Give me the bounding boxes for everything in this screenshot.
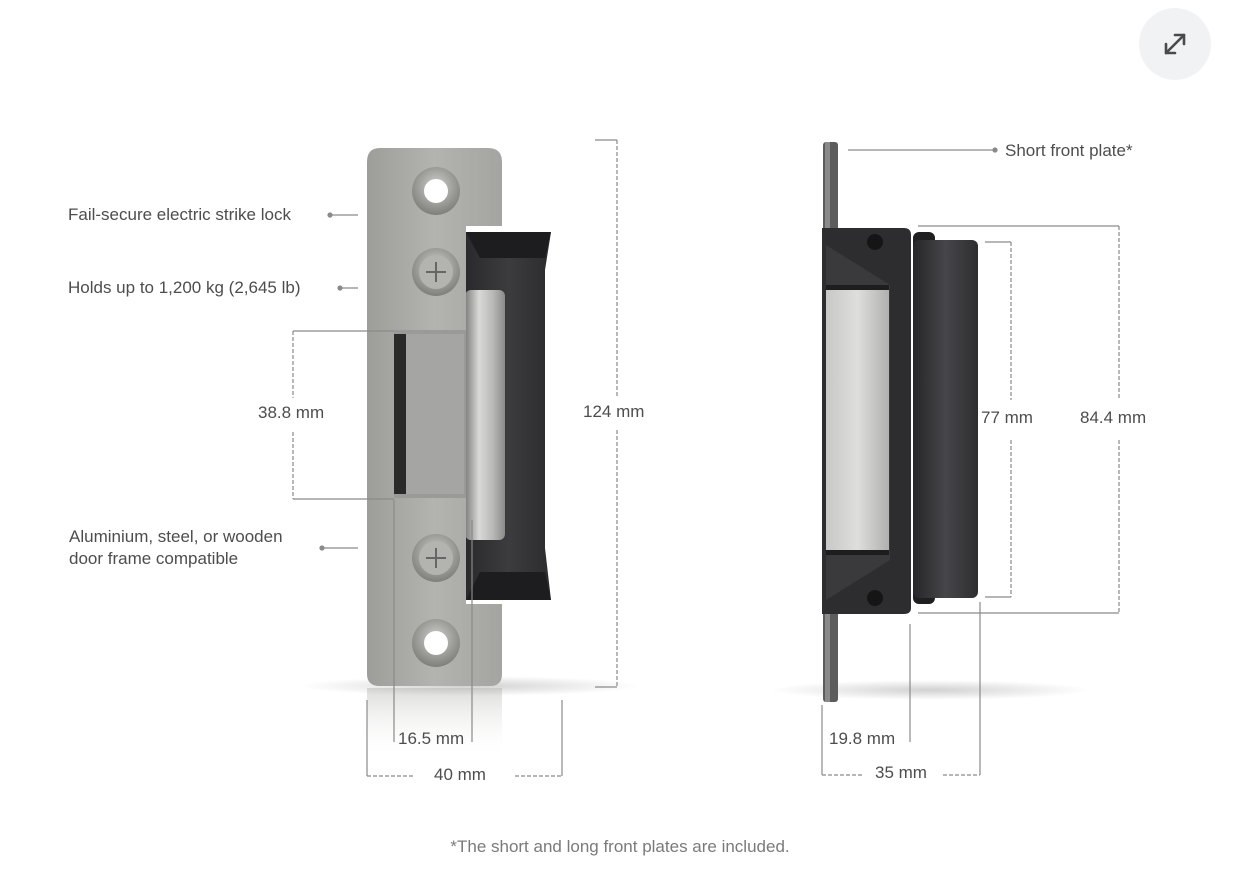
dimension-plate-width: 40 mm (434, 764, 486, 786)
expand-arrows-icon (1164, 33, 1186, 55)
expand-button[interactable] (1139, 8, 1211, 80)
front-view (292, 139, 640, 777)
mounting-hole-top (412, 167, 460, 215)
footnote: *The short and long front plates are inc… (450, 837, 790, 856)
callout-short-front-plate: Short front plate* (1005, 141, 1133, 160)
dimension-body-height: 77 mm (981, 407, 1033, 429)
screw-lower (412, 534, 460, 582)
dimension-opening-height: 38.8 mm (258, 402, 325, 424)
side-view (770, 142, 1120, 776)
dimension-housing-height: 84.4 mm (1080, 407, 1147, 429)
dimension-keeper-width: 16.5 mm (398, 729, 465, 748)
callout-fail-secure: Fail-secure electric strike lock (68, 205, 291, 224)
dimension-depth-body: 19.8 mm (829, 729, 896, 748)
callout-frame-line2: door frame compatible (69, 549, 239, 568)
callout-holding-force: Holds up to 1,200 kg (2,645 lb) (68, 278, 301, 297)
mounting-hole-bottom (412, 619, 460, 667)
screw-upper (412, 248, 460, 296)
callout-frame-line1: Aluminium, steel, or wooden (69, 527, 283, 546)
dimension-total-depth: 35 mm (875, 762, 927, 784)
dimension-total-height: 124 mm (583, 401, 645, 423)
callout-frame-compatibility: Aluminium, steel, or wooden door frame c… (69, 526, 283, 570)
